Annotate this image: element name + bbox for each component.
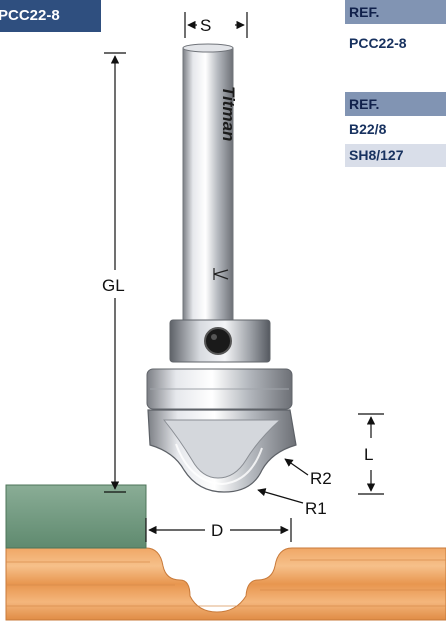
ref-value-shaft-label: SH8/127 [349,147,404,163]
ref-header-1: REF. [345,0,446,24]
shank [182,47,234,327]
r2-label: R2 [310,469,332,488]
ref-header-2-label: REF. [349,96,380,112]
ref-header-1-label: REF. [349,4,380,20]
ref-value-pcc-label: PCC22-8 [349,35,407,51]
ref-value-bearing: B22/8 [345,118,446,141]
ref-value-bearing-label: B22/8 [349,121,387,137]
product-code-label: PCC22-8 [0,7,60,24]
r1-label: R1 [305,499,327,518]
s-label: S [200,16,211,35]
workpiece [5,547,446,621]
set-screw [204,327,232,355]
l-label: L [364,445,373,464]
r2-leader [284,458,309,476]
ref-header-2: REF. [345,92,446,116]
template-board [5,484,147,549]
d-label: D [211,521,223,540]
shank-mark [213,268,229,280]
r1-leader [257,488,304,504]
ref-value-shaft: SH8/127 [345,144,446,167]
product-code-tab: PCC22-8 [0,0,101,32]
gl-label: GL [102,276,125,295]
brand-logo: Titman [219,86,238,141]
ref-value-pcc: PCC22-8 [345,32,446,55]
